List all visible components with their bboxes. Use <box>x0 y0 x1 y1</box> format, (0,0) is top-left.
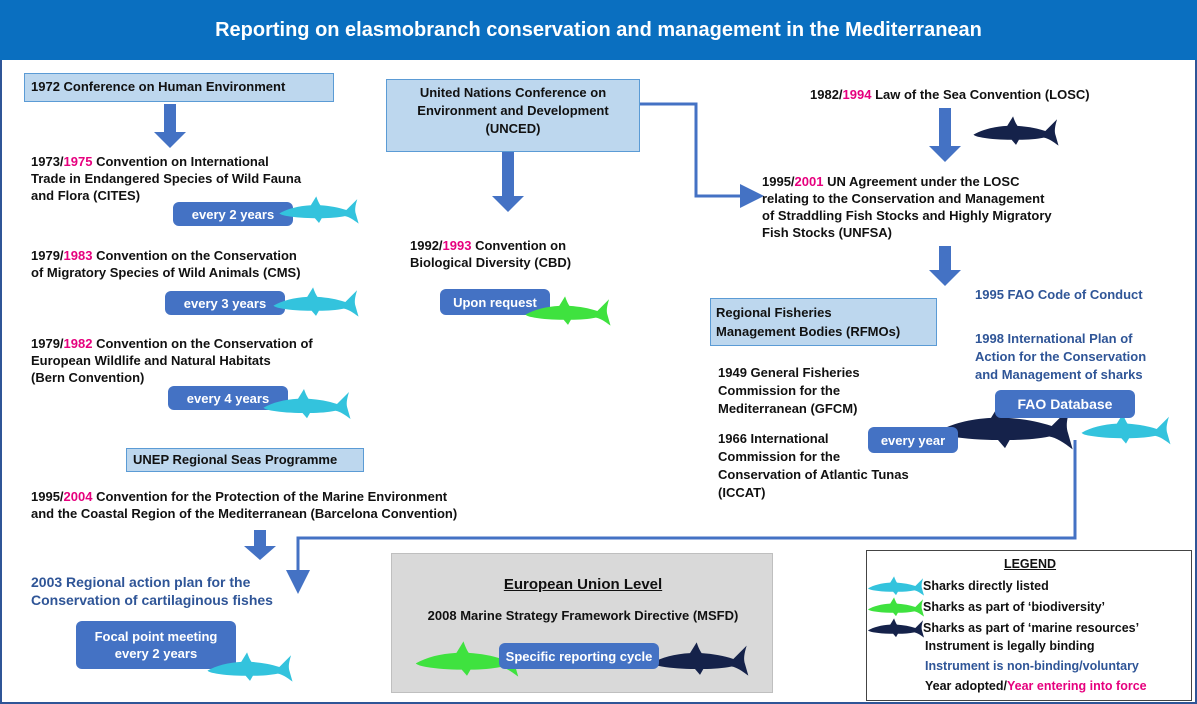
gfcm-text: 1949 General Fisheries Commission for th… <box>718 365 860 416</box>
iccat-text: 1966 International Commission for the Co… <box>718 431 909 500</box>
cbd-cycle-pill: Upon request <box>440 289 550 315</box>
legend-heading: LEGEND <box>1003 557 1057 571</box>
msfd-label: 2008 Marine Strategy Framework Directive… <box>427 608 739 623</box>
bern-text: 1979/1982 Convention on the Conservation… <box>31 336 313 385</box>
eu-level-heading: European Union Level <box>503 576 663 593</box>
green-shark-icon <box>524 291 612 331</box>
legend-years: Year adopted/Year entering into force <box>925 679 1147 693</box>
rfmo-box: Regional Fisheries Management Bodies (RF… <box>710 298 937 346</box>
light-blue-shark-icon <box>272 284 360 320</box>
barcelona-text: 1995/2004 Convention for the Protection … <box>31 489 458 521</box>
light-blue-shark-icon <box>278 193 360 227</box>
navy-shark-icon <box>972 112 1060 150</box>
legend-item: Sharks as part of ‘marine resources’ <box>867 617 1139 639</box>
green-shark-icon <box>867 596 925 618</box>
cites-text: 1973/1975 Convention on International Tr… <box>31 154 302 203</box>
page-title: Reporting on elasmobranch conservation a… <box>0 0 1197 60</box>
fao-database-pill: FAO Database <box>995 390 1135 418</box>
legend-item: Sharks as part of ‘biodiversity’ <box>867 596 1105 618</box>
msfd-cycle-pill: Specific reporting cycle <box>499 643 659 669</box>
rfmo-cycle-pill: every year <box>868 427 958 453</box>
eu-level-box: European Union Level 2008 Marine Strateg… <box>391 553 773 693</box>
cbd-text: 1992/1993 Convention on Biological Diver… <box>410 238 572 270</box>
cms-cycle-pill: every 3 years <box>165 291 285 315</box>
unep-label: UNEP Regional Seas Programme <box>133 452 338 467</box>
unep-box: UNEP Regional Seas Programme <box>126 448 364 472</box>
unced-box: United Nations Conference on Environment… <box>386 79 640 152</box>
conference-1972-box: 1972 Conference on Human Environment <box>24 73 334 102</box>
light-blue-shark-icon <box>206 647 294 687</box>
navy-shark-icon <box>650 638 750 680</box>
bern-cycle-pill: every 4 years <box>168 386 288 410</box>
unfsa-text: 1995/2001 UN Agreement under the LOSC re… <box>762 174 1052 240</box>
light-blue-shark-icon <box>867 575 925 597</box>
focal-point-pill: Focal point meeting every 2 years <box>76 621 236 669</box>
fao-code-of-conduct: 1995 FAO Code of Conduct <box>975 287 1143 302</box>
legend-box: LEGEND Sharks directly listed Sharks as … <box>866 550 1192 701</box>
cites-cycle-pill: every 2 years <box>173 202 293 226</box>
regional-action-plan-text: 2003 Regional action plan for the Conser… <box>31 574 273 608</box>
conference-1972-label: 1972 Conference on Human Environment <box>31 79 286 94</box>
legend-nonbinding: Instrument is non-binding/voluntary <box>925 659 1139 673</box>
navy-shark-icon <box>867 617 925 639</box>
light-blue-shark-icon <box>262 386 352 422</box>
losc-text: 1982/1994 Law of the Sea Convention (LOS… <box>810 87 1090 102</box>
legend-binding: Instrument is legally binding <box>925 639 1095 653</box>
legend-item: Sharks directly listed <box>867 575 1049 597</box>
cms-text: 1979/1983 Convention on the Conservation… <box>31 248 301 280</box>
ipoa-sharks-text: 1998 International Plan of Action for th… <box>975 331 1147 382</box>
